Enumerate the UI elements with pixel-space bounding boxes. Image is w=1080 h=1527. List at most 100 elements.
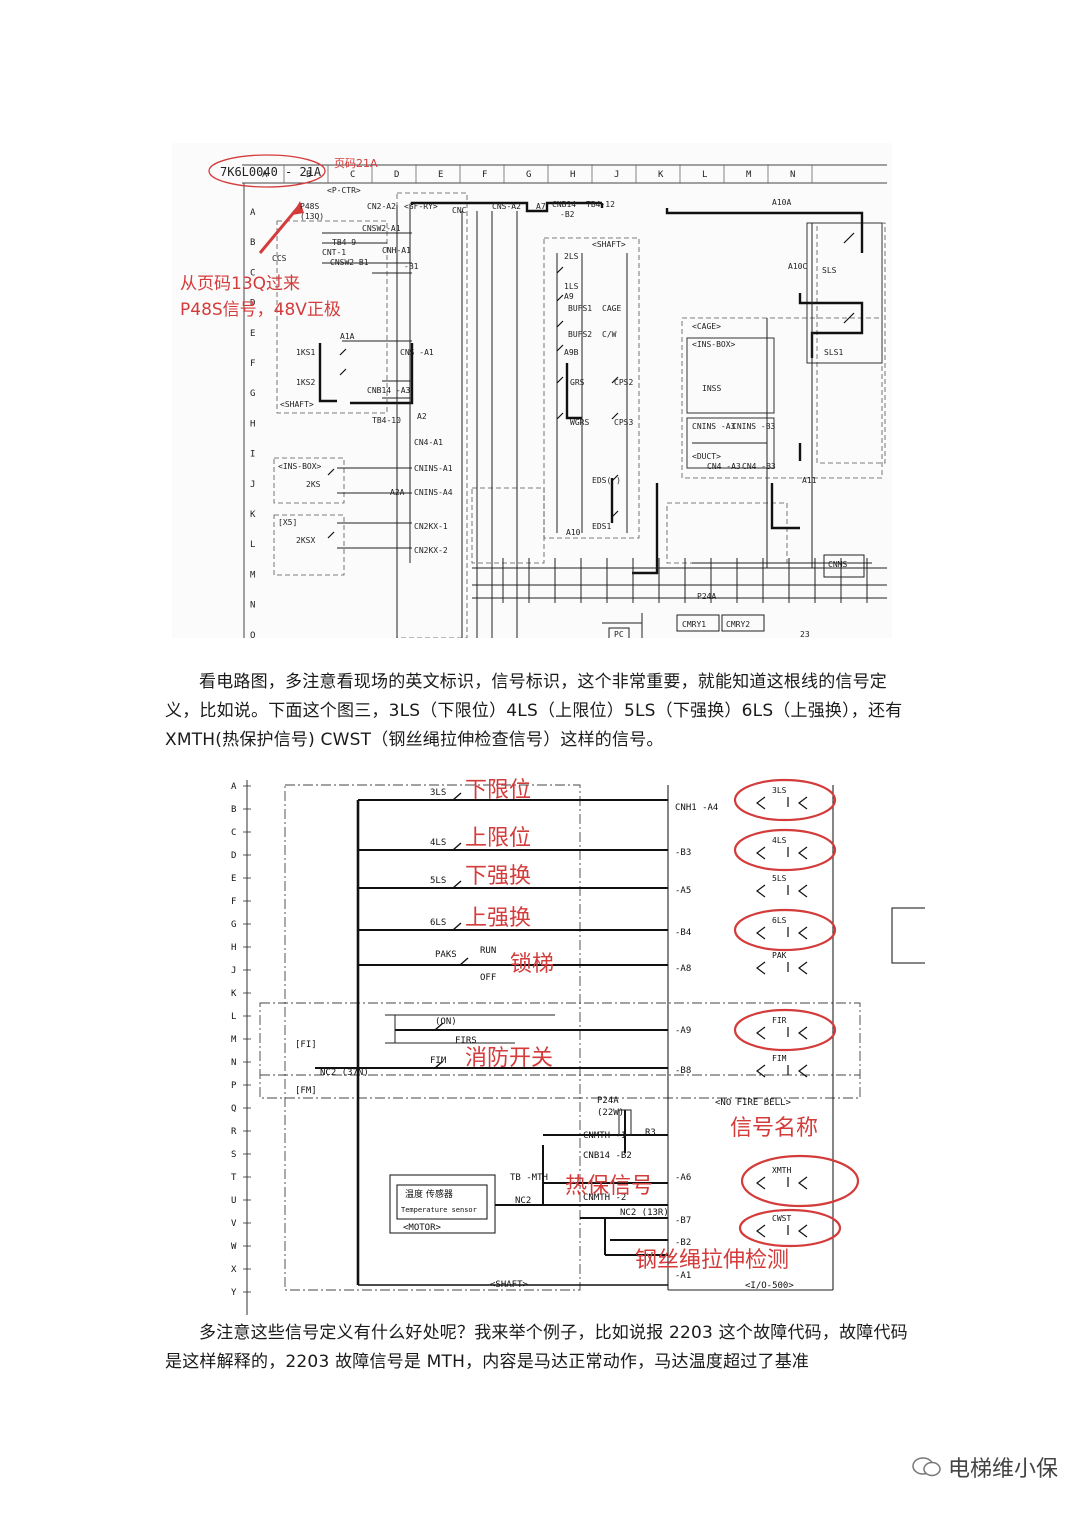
svg-text:2KSX: 2KSX — [296, 536, 315, 545]
column-letter: E — [438, 170, 443, 180]
note-lower-limit: 下限位 — [465, 778, 531, 803]
svg-text:CMRY1: CMRY1 — [682, 620, 706, 629]
row-letter: A — [231, 782, 237, 792]
row-letter: P — [231, 1081, 237, 1091]
svg-text:P48S: P48S — [300, 202, 319, 211]
sensor-cn: 温度 传感器 — [405, 1188, 453, 1200]
row-letter: J — [250, 480, 255, 490]
svg-text:23: 23 — [800, 630, 810, 638]
column-letter: C — [350, 170, 355, 180]
svg-text:CNH-A1: CNH-A1 — [382, 246, 411, 255]
signal-name: 4LS — [772, 836, 787, 845]
row-letter: E — [250, 329, 255, 339]
svg-text:BUFS1: BUFS1 — [568, 304, 592, 313]
svg-text:GRS: GRS — [570, 378, 585, 387]
svg-text:CNMS: CNMS — [828, 560, 847, 569]
svg-text:CN4 -A3: CN4 -A3 — [707, 462, 741, 471]
svg-text:A10: A10 — [566, 528, 581, 537]
cnmth-label: CNMTH -1 — [583, 1131, 626, 1141]
row-letter: N — [250, 601, 255, 611]
row-letter: L — [250, 540, 255, 550]
row-letter: U — [231, 1196, 236, 1206]
svg-text:CCS: CCS — [272, 254, 287, 263]
row-letter: W — [231, 1242, 237, 1252]
row-letter: L — [231, 1012, 236, 1022]
svg-text:<CAGE>: <CAGE> — [692, 322, 721, 331]
connector-label: -B8 — [675, 1066, 691, 1076]
svg-text:INSS: INSS — [702, 384, 721, 393]
r3-label: R3 — [645, 1128, 656, 1138]
svg-text:A9B: A9B — [564, 348, 579, 357]
row-letter: K — [250, 510, 256, 520]
svg-text:CNINS-A4: CNINS-A4 — [414, 488, 453, 497]
connector-label: -B4 — [675, 928, 691, 938]
component-labels: <P-CTR> P48S (13Q) CN2-A2 <SF-RY> CNC CN… — [272, 186, 847, 638]
switch-6ls: 6LS — [430, 918, 446, 928]
row-letter: F — [250, 359, 255, 369]
page-code: 7K6L0040 - 21A — [220, 165, 322, 179]
signal-input-symbol — [756, 884, 808, 898]
svg-text:A1A: A1A — [340, 332, 355, 341]
column-letter: M — [746, 170, 752, 180]
column-letter: D — [394, 170, 399, 180]
column-letter: H — [570, 170, 575, 180]
svg-text:2KS: 2KS — [306, 480, 321, 489]
svg-text:CNSW2-B1: CNSW2-B1 — [330, 258, 369, 267]
signal-input-symbol — [756, 926, 808, 940]
svg-text:-B2: -B2 — [560, 210, 575, 219]
tb-mth-label: TB -MTH — [510, 1173, 548, 1183]
nc2-13r: NC2 (13R) — [620, 1208, 669, 1218]
run-label: RUN — [480, 946, 496, 956]
connector-label: -A6 — [675, 1173, 691, 1183]
fim-switch: FIM — [430, 1056, 447, 1066]
signal-name: 5LS — [772, 874, 787, 883]
connector-label: -B7 — [675, 1216, 691, 1226]
signal-input-symbol — [756, 846, 808, 860]
paks-label: PAKS — [435, 950, 457, 960]
row-letter: O — [250, 631, 255, 638]
note-rope-check: 钢丝绳拉伸检测 — [635, 1248, 789, 1273]
column-letter: K — [658, 170, 664, 180]
row-letter: F — [231, 897, 236, 907]
note-lower-force: 下强换 — [465, 864, 531, 889]
annotation-line-1: 从页码13Q过来 — [180, 274, 300, 294]
wechat-icon — [912, 1457, 941, 1477]
sensor-en: Temperature sensor — [401, 1206, 477, 1214]
row-letter: R — [231, 1127, 237, 1137]
svg-text:P24A: P24A — [697, 592, 716, 601]
column-letter: B — [306, 170, 311, 180]
connector-label: -B2 — [675, 1238, 691, 1248]
svg-text:EDS( ): EDS( ) — [592, 476, 621, 485]
column-letter: G — [526, 170, 531, 180]
nc2-37n: NC2 (37N) — [320, 1068, 369, 1078]
row-header: ABCDEFGHIJKLMNOPQ — [250, 208, 256, 638]
page-code-note: 页码21A — [334, 157, 378, 170]
row-letter: D — [231, 851, 236, 861]
column-letter: A — [262, 170, 268, 180]
signal-name: 3LS — [772, 786, 787, 795]
svg-text:CNINS-A1: CNINS-A1 — [414, 464, 453, 473]
paragraph-1: 看电路图，多注意看现场的英文标识，信号标识，这个非常重要，就能知道这根线的信号定… — [165, 672, 903, 750]
column-letter: N — [790, 170, 795, 180]
svg-text:BUFS2: BUFS2 — [568, 330, 592, 339]
signal-input-symbol — [756, 1224, 808, 1238]
io-label: <I/O-500> — [745, 1281, 794, 1291]
svg-text:<SHAFT>: <SHAFT> — [592, 240, 626, 249]
off-label: OFF — [480, 973, 496, 983]
svg-text:1KS1: 1KS1 — [296, 348, 315, 357]
svg-text:CNB14: CNB14 — [552, 200, 576, 209]
svg-text:<SF-RY>: <SF-RY> — [404, 202, 438, 211]
row-letter: E — [231, 874, 236, 884]
watermark: 电梯维小保 — [912, 1451, 1058, 1483]
svg-text:-B1: -B1 — [404, 262, 419, 271]
svg-text:CN4-A1: CN4-A1 — [414, 438, 443, 447]
svg-text:<SHAFT>: <SHAFT> — [280, 400, 314, 409]
cnmth2-label: CNMTH -2 — [583, 1193, 626, 1203]
svg-text:CNB14 -A3: CNB14 -A3 — [367, 386, 411, 395]
signal-name: CWST — [772, 1214, 791, 1223]
row-letter: C — [250, 268, 255, 278]
signal-name: FIR — [772, 1016, 787, 1025]
